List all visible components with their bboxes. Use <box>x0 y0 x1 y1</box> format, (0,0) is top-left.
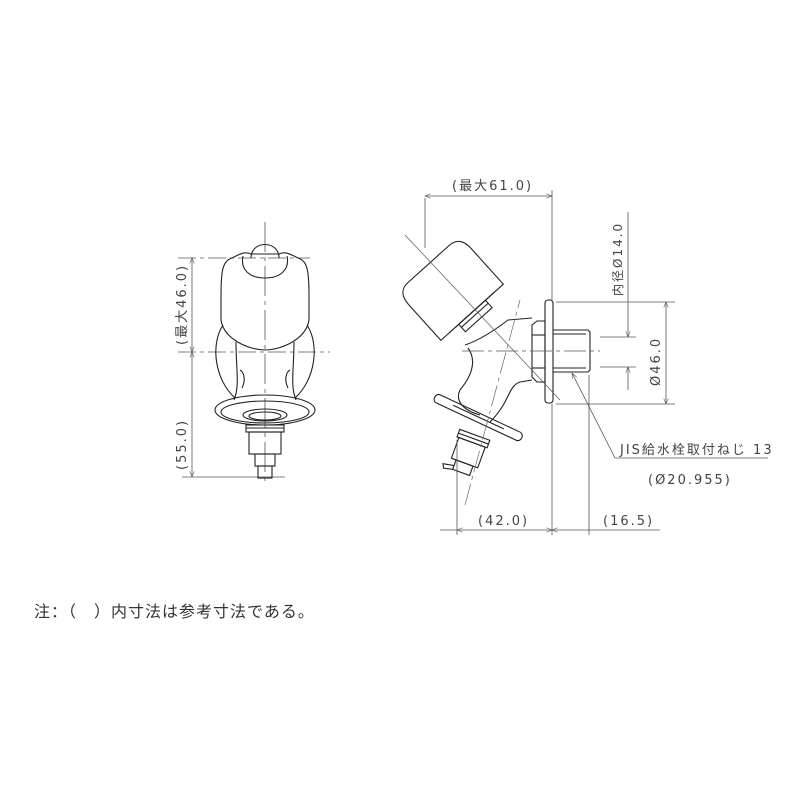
dim-inner-diameter-14: 内径Ø14.0 <box>611 222 625 296</box>
dim-max-46: (最大46.0) <box>175 264 190 345</box>
thread-label: JIS給水栓取付ねじ 13 <box>619 443 774 458</box>
side-view-dimensions <box>424 190 768 535</box>
dim-max-61: (最大61.0) <box>452 179 533 194</box>
reference-dimension-note: 注：（ ）内寸法は参考寸法である。 <box>34 602 315 621</box>
thread-size: (Ø20.955) <box>648 473 732 488</box>
dim-16-5: (16.5) <box>603 514 654 529</box>
dim-55: (55.0) <box>175 419 190 470</box>
dim-42: (42.0) <box>478 514 529 529</box>
dim-diameter-46: Ø46.0 <box>649 337 664 386</box>
side-view <box>402 234 600 506</box>
front-view <box>178 222 330 485</box>
